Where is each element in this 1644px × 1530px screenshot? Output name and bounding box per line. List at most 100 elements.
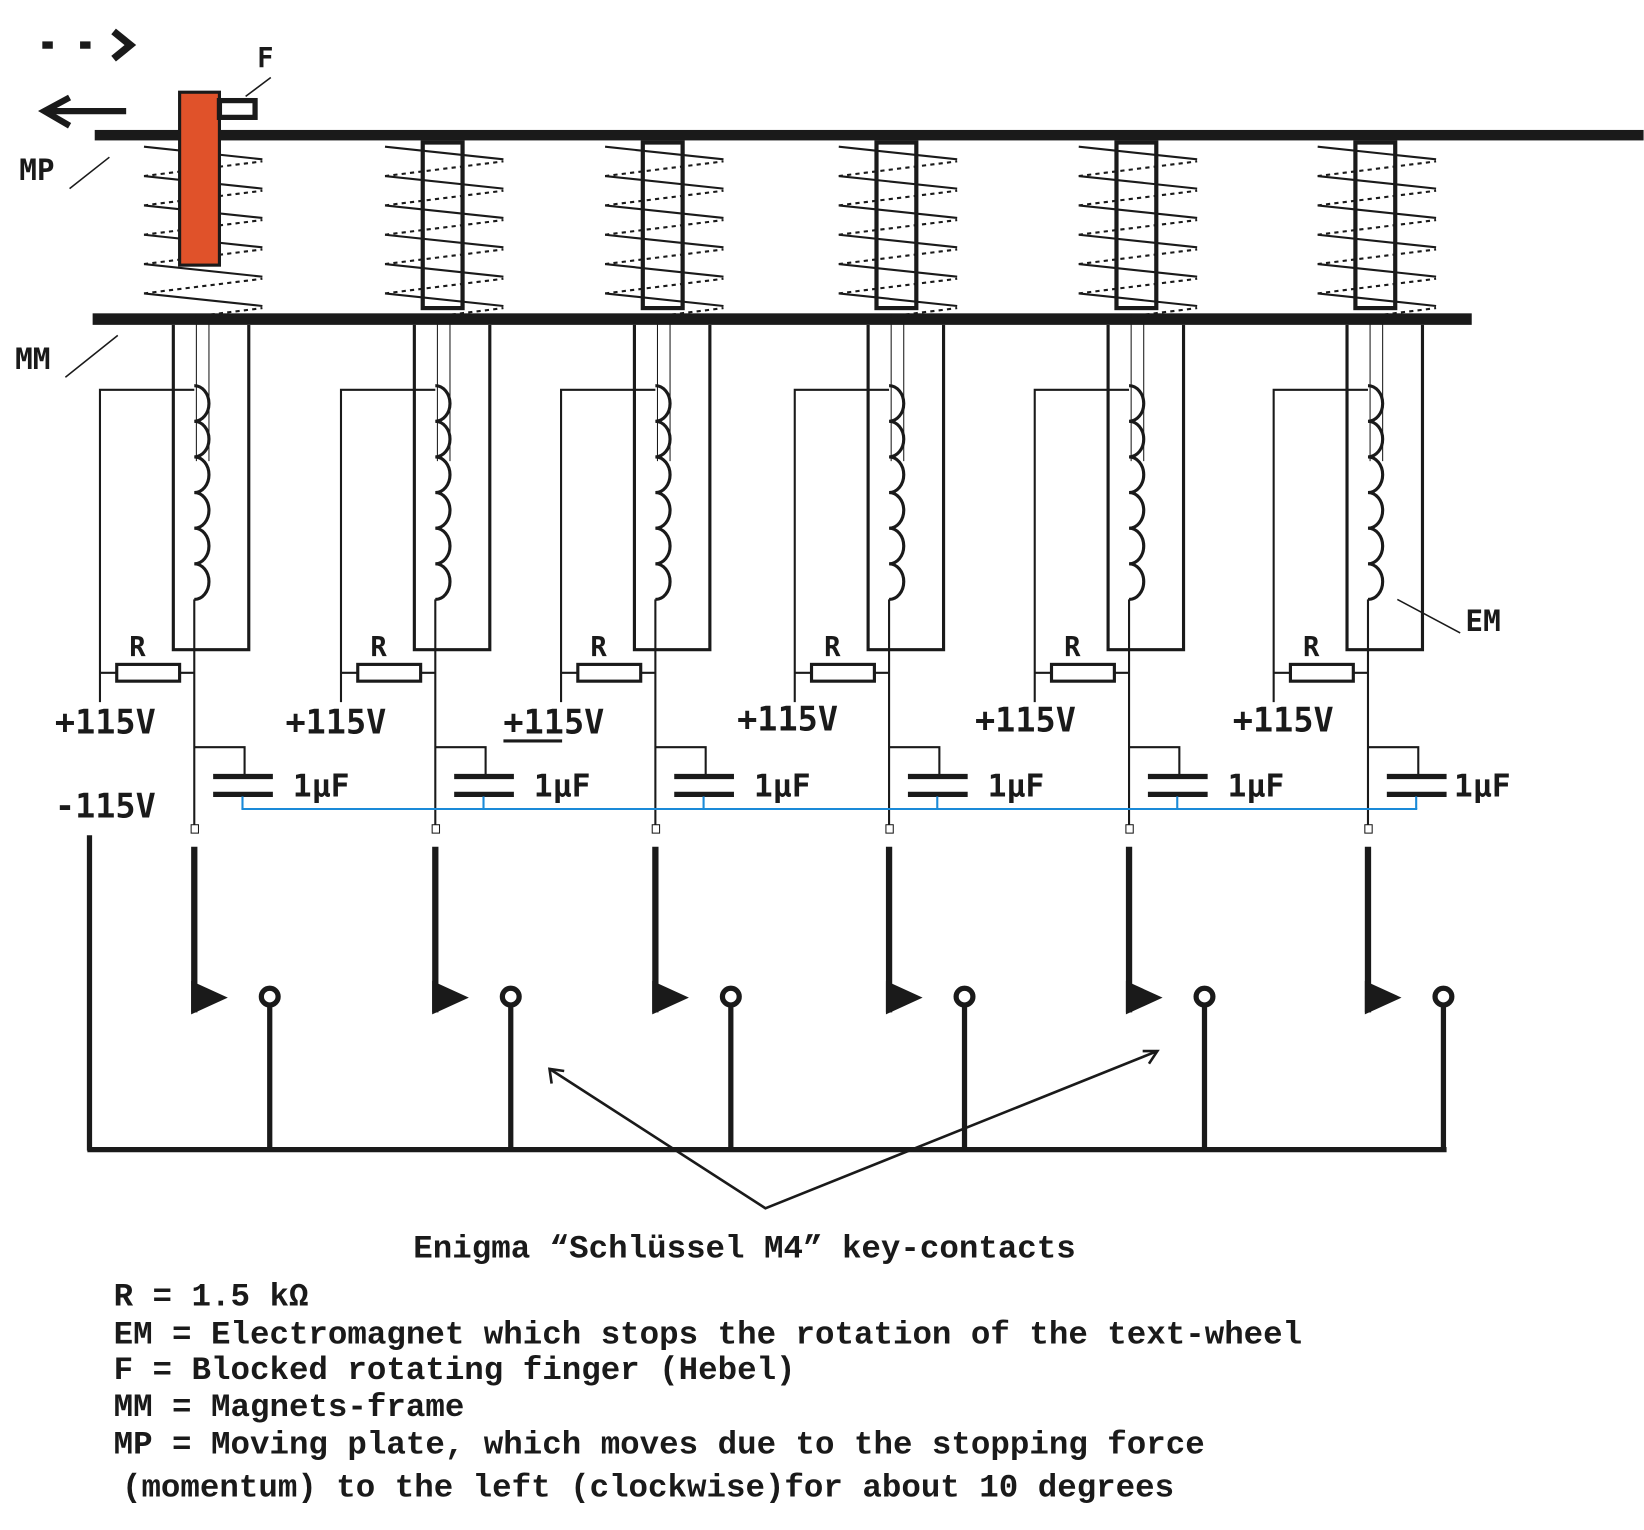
key-contact[interactable] — [432, 846, 522, 1150]
plunger — [874, 140, 919, 311]
contact-point — [719, 985, 742, 1008]
coil — [1128, 384, 1146, 601]
moving-plate — [94, 129, 1644, 141]
contact-point — [499, 985, 522, 1008]
capacitor-label: 1µF — [1454, 768, 1511, 804]
terminal — [431, 824, 441, 834]
key-contact[interactable] — [1125, 846, 1216, 1150]
label-em: EM — [1465, 604, 1500, 638]
pointer-f — [245, 76, 272, 98]
voltage-label: +115V — [503, 703, 604, 742]
resistor-label: R — [1064, 632, 1081, 663]
coil — [1367, 384, 1385, 601]
key-contact[interactable] — [191, 846, 281, 1150]
legend-line: F = Blocked rotating finger (Hebel) — [114, 1352, 796, 1389]
voltage-label: +115V — [975, 700, 1076, 739]
plunger — [640, 140, 685, 311]
plunger — [1353, 140, 1398, 311]
legend: R = 1.5 kΩ EM = Electromagnet which stop… — [114, 1279, 1303, 1507]
contact-point — [1193, 985, 1216, 1008]
electromagnet-frame — [171, 324, 251, 652]
resistor-label: R — [824, 632, 841, 663]
dashed-arrow-right-icon — [42, 28, 137, 62]
resistor — [809, 662, 876, 683]
plunger — [1114, 140, 1159, 311]
terminal — [1364, 824, 1373, 834]
capacitor — [889, 746, 968, 810]
resistor — [1049, 662, 1116, 683]
spring — [604, 145, 724, 324]
terminal — [1125, 824, 1134, 834]
magnets-frame — [92, 313, 1472, 325]
label-f: F — [257, 43, 273, 74]
voltage-label: +115V — [737, 699, 838, 738]
spring — [384, 145, 504, 324]
supply-wire — [793, 388, 890, 703]
resistor — [356, 662, 423, 683]
resistor-label: R — [129, 632, 146, 663]
voltage-label: +115V — [285, 703, 386, 742]
key-contact[interactable] — [652, 846, 742, 1150]
supply-wire — [560, 388, 656, 703]
electromagnet-frame — [412, 324, 492, 652]
common-bus-bar — [86, 835, 1447, 1153]
magnet-unit: R +115V 1µF — [503, 140, 811, 1150]
electromagnet-frame — [1345, 324, 1425, 652]
coil — [435, 384, 452, 601]
blocked-finger — [178, 90, 222, 267]
magnet-unit: R +115V 1µF — [737, 140, 1045, 1150]
resistor — [115, 662, 182, 683]
terminal — [651, 824, 661, 834]
electromagnet-frame — [866, 324, 946, 652]
label-mp: MP — [19, 153, 54, 187]
supply-wire — [98, 388, 195, 703]
voltage-label: +115V — [1233, 700, 1334, 739]
legend-line: MP = Moving plate, which moves due to th… — [114, 1427, 1205, 1464]
spring — [838, 145, 958, 324]
capacitor-label: 1µF — [1228, 768, 1285, 804]
supply-wire — [1033, 388, 1130, 703]
coil — [655, 384, 672, 601]
spring — [1078, 145, 1198, 324]
resistor-label: R — [370, 632, 387, 663]
finger-tab — [216, 97, 258, 120]
pointer-mm — [64, 334, 119, 378]
electromagnet-frame — [632, 324, 712, 652]
callout-arrows — [547, 1049, 1160, 1210]
capacitor-label: 1µF — [293, 768, 350, 804]
voltage-label: +115V — [55, 703, 156, 742]
capacitor — [194, 746, 273, 810]
magnet-unit: R +115V 1µF — [55, 145, 350, 1150]
key-contact[interactable] — [1364, 846, 1455, 1150]
coil — [888, 384, 906, 601]
terminal — [190, 824, 199, 834]
key-contact[interactable] — [885, 846, 976, 1150]
legend-line: R = 1.5 kΩ — [114, 1279, 309, 1316]
terminal — [885, 824, 894, 834]
capacitor — [1129, 746, 1208, 810]
legend-line: (momentum) to the left (clockwise)for ab… — [122, 1469, 1174, 1506]
magnet-unit: R +115V 1µF — [285, 140, 591, 1150]
resistor — [576, 662, 643, 683]
spring — [1317, 145, 1437, 324]
supply-wire — [1272, 388, 1368, 703]
magnet-unit: R +115V 1µF — [975, 140, 1285, 1150]
coil — [194, 384, 211, 601]
pointer-em — [1396, 598, 1461, 634]
label-mm: MM — [15, 342, 50, 376]
capacitor-label: 1µF — [534, 768, 591, 804]
resistor — [1288, 662, 1355, 683]
capacitor — [435, 746, 514, 810]
capacitor-label: 1µF — [988, 768, 1045, 804]
capacitor-label: 1µF — [754, 768, 811, 804]
pointer-mp — [69, 156, 110, 190]
resistor-label: R — [590, 632, 607, 663]
arrow-left-icon — [38, 94, 127, 129]
contact-point — [258, 985, 281, 1008]
plunger — [420, 140, 465, 311]
label-minus-115v: -115V — [55, 786, 156, 825]
capacitor — [655, 746, 734, 810]
